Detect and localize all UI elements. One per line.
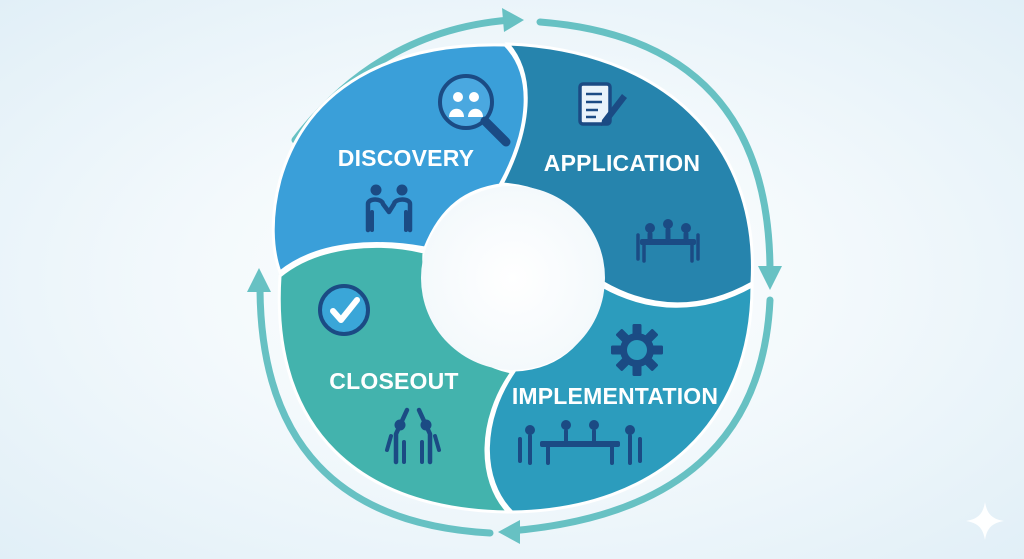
segment-application <box>499 42 754 306</box>
ring-arc-left <box>256 286 494 537</box>
ring-arc-right <box>536 18 774 276</box>
high-five-icon <box>385 407 441 465</box>
ring-arc-bottom <box>506 296 774 535</box>
ring-arrowhead-right <box>758 266 782 290</box>
phase-label-implementation: IMPLEMENTATION <box>512 383 718 409</box>
handshake-people-icon <box>365 184 413 233</box>
magnifier-people-icon <box>438 74 511 147</box>
center-hub <box>421 186 605 370</box>
ring-arrowhead-bottom <box>498 520 520 544</box>
segment-implementation <box>486 283 754 514</box>
ring-arrowhead-top <box>502 8 524 32</box>
document-pen-icon <box>578 82 627 126</box>
team-working-icon <box>518 420 642 465</box>
phase-label-discovery: DISCOVERY <box>338 145 474 171</box>
outer-cycle-ring <box>247 8 782 544</box>
checkmark-icon <box>318 284 370 336</box>
team-meeting-icon <box>636 219 700 263</box>
phase-label-closeout: CLOSEOUT <box>329 368 458 394</box>
sparkle-icon <box>966 502 1004 540</box>
gear-icon <box>611 324 663 376</box>
phase-label-application: APPLICATION <box>544 150 700 176</box>
ring-arrowhead-left <box>247 268 271 292</box>
